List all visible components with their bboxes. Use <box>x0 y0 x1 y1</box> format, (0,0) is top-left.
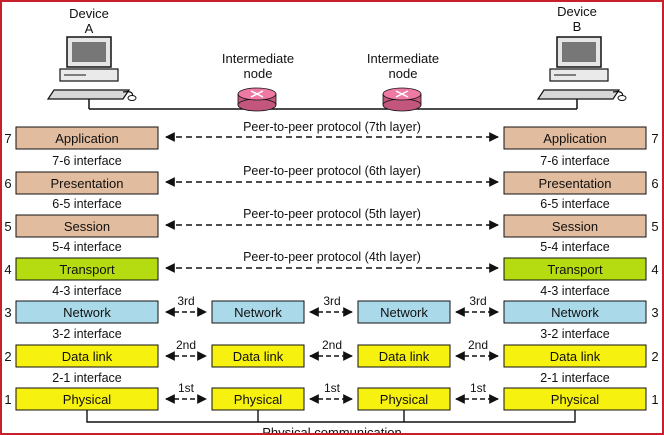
hop-label-network-1: 3rd <box>177 294 194 308</box>
device-a-layer-network: Network <box>63 305 111 320</box>
device-b-layer-network: Network <box>551 305 599 320</box>
layer-number-left-6: 6 <box>4 176 11 191</box>
physical-communication-label: Physical communication <box>262 425 401 433</box>
layer-number-right-2: 2 <box>651 349 658 364</box>
layer-number-right-5: 5 <box>651 219 658 234</box>
device-b-label-line1: Device <box>557 4 597 19</box>
hop-label-datalink-1: 2nd <box>176 338 196 352</box>
device-a-interface-4-3: 4-3 interface <box>52 284 122 298</box>
device-a-layer-application: Application <box>55 131 119 146</box>
device-a-interface-2-1: 2-1 interface <box>52 371 122 385</box>
device-b-layer-session: Session <box>552 219 598 234</box>
device-b-label-line2: B <box>573 19 582 34</box>
device-a-layer-transport: Transport <box>59 262 115 277</box>
device-b-interface-5-4: 5-4 interface <box>540 240 610 254</box>
physical-communication-bracket <box>86 410 576 423</box>
hop-label-datalink-2: 2nd <box>322 338 342 352</box>
device-a-layer-datalink: Data link <box>62 349 113 364</box>
layer-number-right-3: 3 <box>651 305 658 320</box>
intermediate-node-1-label-line1: Intermediate <box>222 51 294 66</box>
computer-icon-device-a <box>46 36 137 101</box>
hop-label-physical-2: 1st <box>324 381 341 395</box>
device-b-interface-7-6: 7-6 interface <box>540 154 610 168</box>
device-a-interface-6-5: 6-5 interface <box>52 197 122 211</box>
hop-label-network-3: 3rd <box>469 294 486 308</box>
layer-number-right-4: 4 <box>651 262 658 277</box>
device-b-interface-3-2: 3-2 interface <box>540 327 610 341</box>
hop-label-datalink-3: 2nd <box>468 338 488 352</box>
layer-number-left-3: 3 <box>4 305 11 320</box>
layer-number-right-1: 1 <box>651 392 658 407</box>
device-a-interface-5-4: 5-4 interface <box>52 240 122 254</box>
device-a-label-line1: Device <box>69 6 109 21</box>
device-b-layer-physical: Physical <box>551 392 600 407</box>
node-1-layer-network: Network <box>234 305 282 320</box>
device-b-layer-stack: Application 7-6 interface Presentation 6… <box>503 126 647 411</box>
node-1-layer-stack: Network Data link Physical <box>211 300 305 411</box>
router-icon-node-2 <box>382 87 422 112</box>
intermediate-node-2-label-line1: Intermediate <box>367 51 439 66</box>
device-a-label-line2: A <box>85 21 94 36</box>
device-a-layer-physical: Physical <box>63 392 112 407</box>
layer-number-right-7: 7 <box>651 131 658 146</box>
peer-protocol-label-7: Peer-to-peer protocol (7th layer) <box>243 120 421 134</box>
hop-label-physical-3: 1st <box>470 381 487 395</box>
peer-protocol-label-4: Peer-to-peer protocol (4th layer) <box>243 250 421 264</box>
peer-protocol-label-5: Peer-to-peer protocol (5th layer) <box>243 207 421 221</box>
layer-number-left-2: 2 <box>4 349 11 364</box>
hop-label-physical-1: 1st <box>178 381 195 395</box>
device-a-layer-presentation: Presentation <box>51 176 124 191</box>
device-b-interface-4-3: 4-3 interface <box>540 284 610 298</box>
layer-number-left-5: 5 <box>4 219 11 234</box>
layer-number-right-6: 6 <box>651 176 658 191</box>
peer-protocol-label-6: Peer-to-peer protocol (6th layer) <box>243 164 421 178</box>
node-2-layer-stack: Network Data link Physical <box>357 300 451 411</box>
device-b-layer-application: Application <box>543 131 607 146</box>
node-2-layer-network: Network <box>380 305 428 320</box>
computer-icon-device-b <box>536 36 627 101</box>
device-a-interface-3-2: 3-2 interface <box>52 327 122 341</box>
device-b-layer-presentation: Presentation <box>539 176 612 191</box>
intermediate-node-2-label-line2: node <box>389 66 418 81</box>
layer-number-left-1: 1 <box>4 392 11 407</box>
layer-number-left-4: 4 <box>4 262 11 277</box>
device-b-interface-6-5: 6-5 interface <box>540 197 610 211</box>
device-b-layer-transport: Transport <box>547 262 603 277</box>
device-a-interface-7-6: 7-6 interface <box>52 154 122 168</box>
device-a-layer-session: Session <box>64 219 110 234</box>
hop-label-network-2: 3rd <box>323 294 340 308</box>
node-1-layer-datalink: Data link <box>233 349 284 364</box>
node-2-layer-physical: Physical <box>380 392 429 407</box>
device-b-layer-datalink: Data link <box>550 349 601 364</box>
intermediate-node-1-label-line2: node <box>244 66 273 81</box>
node-2-layer-datalink: Data link <box>379 349 430 364</box>
node-1-layer-physical: Physical <box>234 392 283 407</box>
device-a-layer-stack: Application 7-6 interface Presentation 6… <box>15 126 159 411</box>
layer-number-left-7: 7 <box>4 131 11 146</box>
router-icon-node-1 <box>237 87 277 112</box>
device-b-interface-2-1: 2-1 interface <box>540 371 610 385</box>
